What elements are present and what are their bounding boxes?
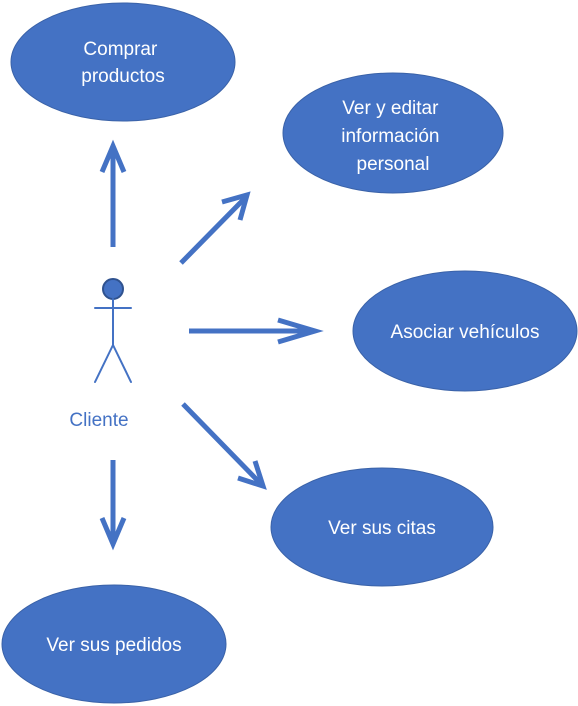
- usecase-ver-sus-citas-label: Ver sus citas: [328, 518, 436, 539]
- actor-right-leg: [112, 344, 132, 383]
- actor-head: [102, 278, 124, 300]
- association-to-info-line: [179, 195, 248, 265]
- association-to-pedidos-arrowhead: [99, 517, 127, 551]
- usecase-info-line-1: Ver y editar: [342, 98, 439, 119]
- usecase-comprar-productos-label: Comprar productos: [81, 39, 164, 87]
- usecase-comprar-productos-shape: [10, 2, 236, 122]
- usecase-info-line-2: información: [341, 126, 439, 147]
- actor-left-leg: [94, 344, 114, 383]
- usecase-asociar-vehiculos[interactable]: Asociar vehículos: [352, 270, 578, 392]
- usecase-comprar-productos[interactable]: Comprar productos: [10, 2, 236, 122]
- usecase-asociar-vehiculos-label: Asociar vehículos: [391, 322, 540, 343]
- usecase-asociar-vehiculos-shape: [352, 270, 578, 392]
- usecase-comprar-line-1: Comprar: [83, 39, 158, 60]
- usecase-ver-sus-citas[interactable]: Ver sus citas: [270, 467, 494, 587]
- association-to-citas: [181, 402, 267, 490]
- usecase-ver-editar-informacion-shape: [282, 72, 504, 194]
- usecase-ver-editar-informacion-label: Ver y editar información personal: [341, 98, 445, 175]
- association-to-citas-line: [181, 402, 263, 486]
- usecase-info-line-3: personal: [357, 154, 430, 175]
- actor-cliente[interactable]: Cliente: [69, 278, 132, 431]
- association-to-info-arrowhead: [221, 191, 251, 221]
- usecase-ver-sus-citas-shape: [270, 467, 494, 587]
- actor-label: Cliente: [69, 410, 128, 431]
- association-to-comprar: [99, 139, 127, 247]
- association-to-vehiculos-arrowhead: [277, 317, 324, 345]
- usecase-comprar-line-2: productos: [81, 66, 164, 87]
- association-to-info: [179, 191, 251, 265]
- usecase-ver-editar-informacion[interactable]: Ver y editar información personal: [282, 72, 504, 194]
- usecase-ver-sus-pedidos-label: Ver sus pedidos: [46, 635, 181, 656]
- association-to-citas-arrowhead: [237, 460, 267, 490]
- association-to-comprar-arrowhead: [99, 139, 127, 173]
- association-to-pedidos: [99, 460, 127, 551]
- usecase-ver-sus-pedidos-shape: [1, 584, 227, 704]
- usecase-ver-sus-pedidos[interactable]: Ver sus pedidos: [1, 584, 227, 704]
- association-to-vehiculos: [189, 317, 324, 345]
